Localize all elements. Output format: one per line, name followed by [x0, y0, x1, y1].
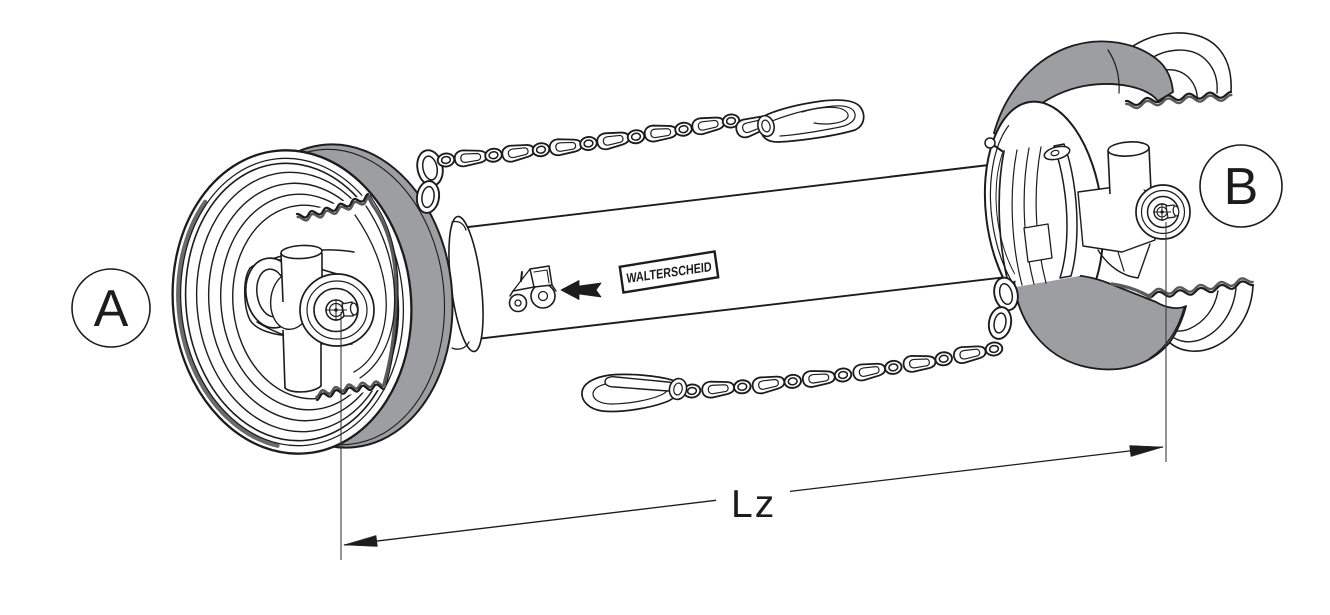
svg-text:A: A: [94, 280, 129, 338]
svg-text:Lz: Lz: [731, 483, 776, 526]
svg-text:B: B: [1224, 158, 1259, 216]
